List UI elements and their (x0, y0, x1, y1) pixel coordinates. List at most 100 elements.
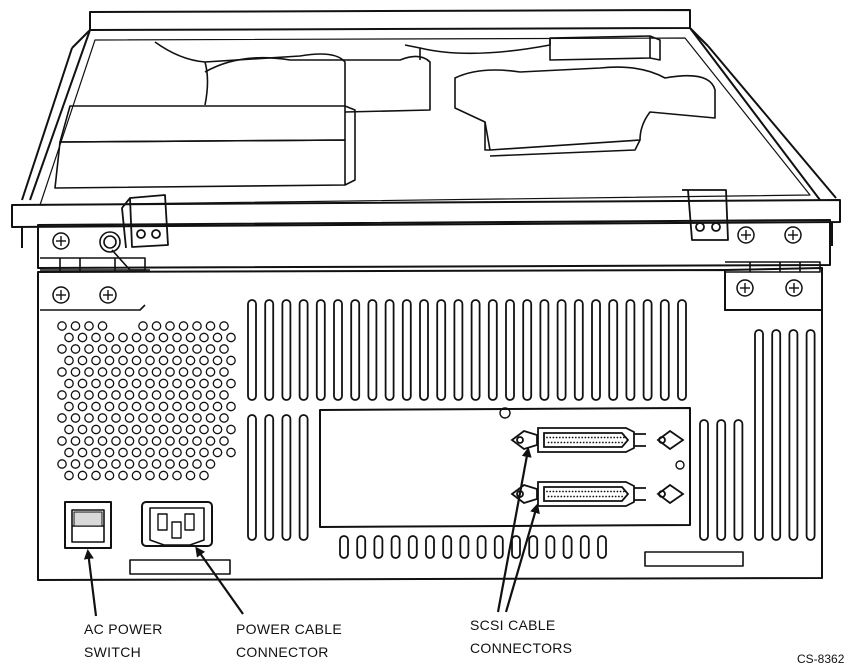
vent-hole-icon (57, 390, 67, 400)
vent-slot (315, 299, 326, 401)
vent-hole-icon (205, 459, 216, 469)
vent-hole-icon (91, 470, 101, 481)
vent-hole-icon (118, 378, 128, 389)
vent-hole-icon (84, 367, 94, 377)
vent-hole-icon (118, 332, 128, 343)
vent-slot (390, 535, 401, 559)
left-hinge-bracket (40, 231, 150, 272)
vent-hole-icon (151, 459, 162, 469)
vent-hole-icon (145, 401, 155, 412)
vent-hole-icon (192, 321, 202, 331)
vent-hole-icon (172, 447, 182, 458)
vent-hole-icon (131, 378, 142, 389)
ac-power-switch[interactable] (64, 501, 112, 549)
vent-hole-icon (151, 367, 162, 377)
vent-hole-icon (84, 413, 94, 423)
vent-hole-icon (131, 355, 142, 366)
vent-slot (642, 299, 653, 401)
vent-slot (453, 299, 464, 401)
vent-hole-icon (118, 401, 128, 412)
vent-hole-icon (192, 367, 202, 377)
right-latch-bracket (682, 189, 729, 241)
vent-hole-icon (226, 378, 236, 389)
vent-slot (425, 535, 435, 559)
vent-hole-icon (64, 355, 74, 366)
vent-hole-icon (165, 321, 175, 331)
vent-hole-icon (165, 390, 175, 400)
vent-hole-icon (158, 447, 169, 458)
vent-hole-icon (124, 436, 135, 446)
top-cover (11, 9, 841, 248)
vent-hole-icon (91, 424, 101, 435)
vent-slot (442, 535, 453, 559)
vent-hole-icon (178, 367, 189, 377)
left-latch-bracket (121, 194, 169, 249)
vent-slot (384, 299, 395, 401)
vent-hole-icon (111, 344, 121, 354)
ac-power-switch-label-line1: AC POWER (84, 621, 163, 637)
vent-hole-icon (64, 447, 74, 458)
vent-slot (754, 329, 764, 541)
lower-right-label-plate (644, 551, 744, 567)
vent-hole-icon (104, 378, 115, 389)
vent-hole-icon (97, 344, 108, 354)
vent-slot (476, 535, 487, 559)
ac-power-switch-label: AC POWER SWITCH (84, 618, 163, 664)
vent-slot (579, 535, 590, 559)
vent-hole-icon (131, 470, 142, 481)
vent-hole-icon (205, 390, 216, 400)
vent-hole-icon (158, 332, 169, 343)
vent-hole-icon (151, 436, 162, 446)
vent-hole-icon (205, 413, 216, 423)
vent-slot (247, 299, 257, 401)
vent-slot (333, 299, 343, 401)
vent-hole-icon (151, 390, 162, 400)
vent-hole-icon (77, 424, 88, 435)
vent-slot (522, 299, 533, 401)
vent-hole-icon (84, 436, 94, 446)
vent-hole-icon (145, 470, 155, 481)
vent-hole-icon (158, 470, 169, 481)
vent-hole-icon (226, 355, 236, 366)
vent-slot (659, 299, 670, 401)
vent-hole-icon (131, 447, 142, 458)
vent-hole-icon (138, 344, 148, 354)
vent-hole-icon (185, 424, 196, 435)
vent-hole-icon (57, 436, 67, 446)
vent-hole-icon (178, 436, 189, 446)
vent-hole-icon (205, 344, 216, 354)
vent-slot (699, 419, 709, 541)
vent-hole-icon (199, 424, 209, 435)
vent-slot (608, 299, 619, 401)
vent-slot (281, 414, 292, 541)
scsi-50-pin-connector-icon (510, 481, 685, 507)
vent-hole-icon (138, 390, 148, 400)
vent-hole-icon (158, 355, 169, 366)
vent-hole-icon (219, 390, 229, 400)
vent-slot (716, 419, 727, 541)
vent-hole-icon (138, 436, 148, 446)
vent-hole-icon (64, 401, 74, 412)
vent-hole-icon (172, 424, 182, 435)
scsi-cable-connectors-label-line2: CONNECTORS (470, 640, 573, 656)
vent-hole-icon (172, 355, 182, 366)
vent-hole-icon (124, 344, 135, 354)
vent-hole-icon (199, 447, 209, 458)
io-plate (319, 407, 691, 528)
vent-slot (459, 535, 470, 559)
vent-slot (298, 299, 309, 401)
vent-hole-icon (151, 344, 162, 354)
vent-hole-icon (172, 401, 182, 412)
vent-hole-icon (77, 378, 88, 389)
vent-hole-icon (178, 390, 189, 400)
ventilation-slots (247, 299, 816, 559)
vent-slot (407, 535, 418, 559)
vent-hole-icon (77, 401, 88, 412)
vent-hole-icon (104, 332, 115, 343)
vent-hole-icon (91, 378, 101, 389)
vent-hole-icon (178, 321, 189, 331)
vent-slot (264, 414, 275, 541)
vent-hole-icon (84, 459, 94, 469)
vent-slot (511, 535, 521, 559)
